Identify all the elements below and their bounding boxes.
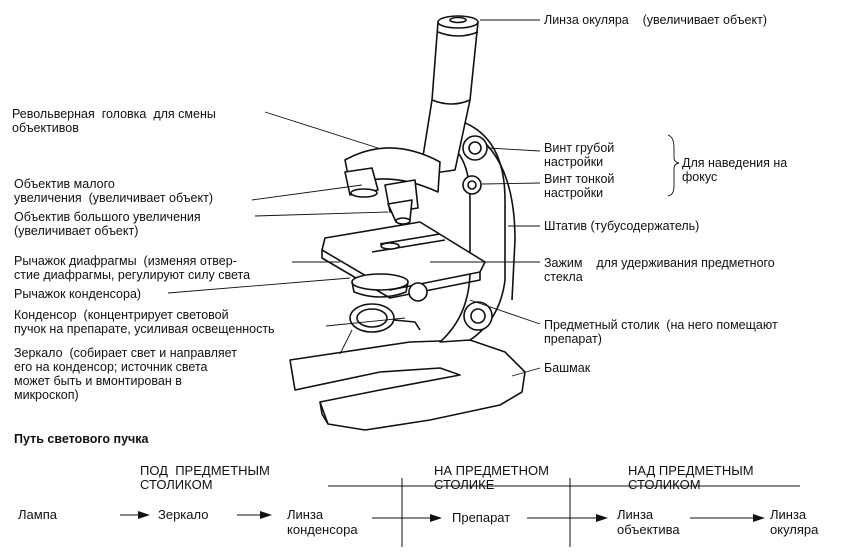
step-specimen: Препарат <box>452 510 511 525</box>
arrow-3 <box>430 514 442 522</box>
arrow-4 <box>596 514 608 522</box>
arrow-2 <box>260 511 272 519</box>
label-condenser-lever: Рычажок конденсора) <box>14 287 142 301</box>
label-objective-high: Объектив большого увеличения (увеличивае… <box>14 210 201 238</box>
label-stand: Штатив (тубусодержатель) <box>544 219 700 233</box>
step-objective-lens: Линза объектива <box>617 507 680 537</box>
label-clamp: Зажим для удерживания предметного стекла <box>544 256 775 284</box>
zone-above-stage: НАД ПРЕДМЕТНЫМ СТОЛИКОМ <box>628 463 754 492</box>
step-mirror: Зеркало <box>158 507 209 522</box>
step-lamp: Лампа <box>18 507 57 522</box>
objective-low-shape <box>344 167 379 196</box>
label-condenser: Конденсор (концентрирует световой пучок … <box>14 308 275 336</box>
label-diaphragm-lever: Рычажок диафрагмы (изменяя отвер- стие д… <box>14 254 251 282</box>
label-fine-screw: Винт тонкой настройки <box>544 172 615 200</box>
light-path-lines <box>120 478 800 547</box>
label-coarse-screw: Винт грубой настройки <box>544 141 615 169</box>
light-path-title: Путь светового пучка <box>14 432 149 446</box>
label-objective-low: Объектив малого увеличения (увеличивает … <box>14 177 213 205</box>
pointer-lines <box>167 19 680 377</box>
zone-under-stage: ПОД ПРЕДМЕТНЫМ СТОЛИКОМ <box>140 463 270 492</box>
arrow-5 <box>753 514 765 522</box>
label-eyepiece: Линза окуляра (увеличивает объект) <box>544 13 768 27</box>
label-stage: Предметный столик (на него помещают преп… <box>544 318 778 346</box>
zone-on-stage: НА ПРЕДМЕТНОМ СТОЛИКЕ <box>434 463 549 492</box>
base-shape <box>289 339 526 431</box>
condenser-shape <box>351 273 409 291</box>
light-path-arrows <box>138 511 272 519</box>
arrow-1 <box>138 511 150 519</box>
step-eyepiece-lens: Линза окуляра <box>770 507 819 537</box>
label-mirror: Зеркало (собирает свет и направляет его … <box>14 346 237 402</box>
label-focus-group: Для наведения на фокус <box>682 156 788 184</box>
label-revolver: Револьверная головка для смены объективо… <box>12 107 216 135</box>
step-condenser-lens: Линза конденсора <box>287 507 358 537</box>
label-base: Башмак <box>544 361 591 375</box>
